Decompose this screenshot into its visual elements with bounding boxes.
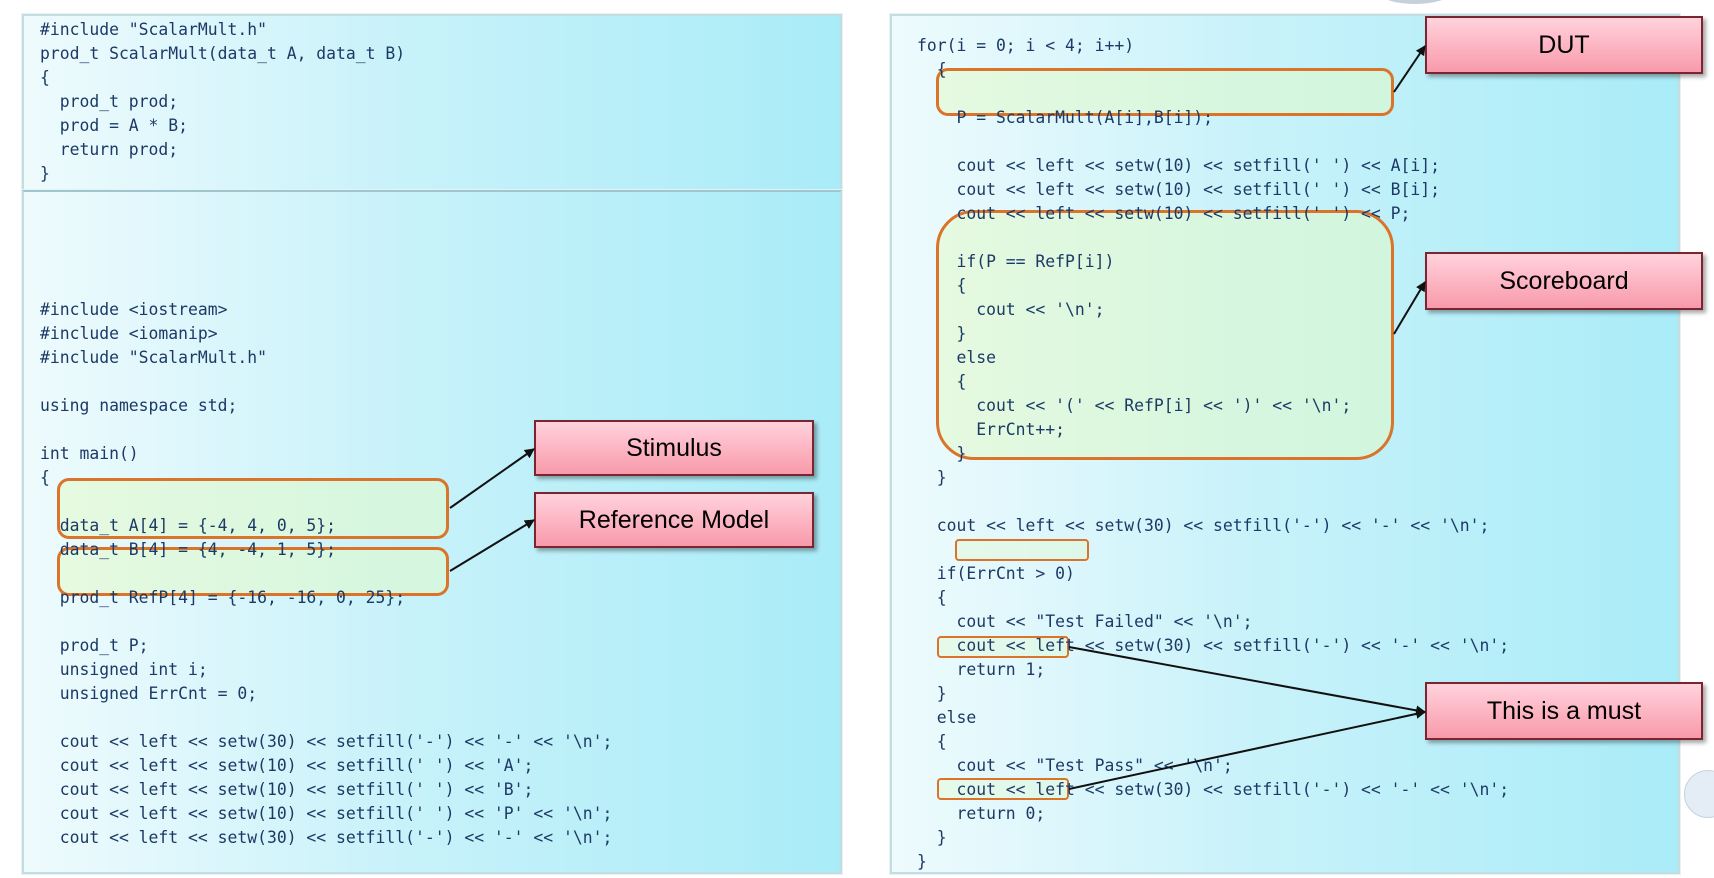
code-line: } (917, 684, 947, 703)
code-line: cout << left << setw(30) << setfill('-')… (917, 636, 1510, 655)
code-line: int main() (40, 444, 139, 463)
code-line: } (917, 828, 947, 847)
code-line (40, 418, 612, 442)
scoreboard-callout: Scoreboard (1425, 252, 1703, 310)
code-line: { (917, 588, 947, 607)
code-line: unsigned ErrCnt = 0; (40, 684, 258, 703)
code-line: data_t B[4] = {4, -4, 1, 5}; (40, 540, 337, 559)
code-line: using namespace std; (40, 396, 238, 415)
code-line: cout << left << setw(30) << setfill('-')… (917, 516, 1490, 535)
code-line: prod = A * B; (40, 116, 189, 135)
code-line: cout << left << setw(30) << setfill('-')… (40, 732, 613, 751)
code-line: cout << left << setw(10) << setfill(' ')… (40, 756, 534, 775)
code-line: cout << left << setw(10) << setfill(' ')… (917, 204, 1411, 223)
main-code-block: #include <iostream> #include <iomanip> #in… (40, 298, 612, 850)
code-line: unsigned int i; (40, 660, 208, 679)
code-line: } (917, 324, 967, 343)
code-line: #include <iomanip> (40, 324, 218, 343)
code-line: cout << left << setw(30) << setfill('-')… (917, 780, 1510, 799)
code-line: cout << '(' << RefP[i] << ')' << '\n'; (917, 396, 1352, 415)
code-line: cout << left << setw(30) << setfill('-')… (40, 828, 613, 847)
code-line: data_t A[4] = {-4, 4, 0, 5}; (40, 516, 337, 535)
code-line: { (917, 276, 967, 295)
code-line: prod_t ScalarMult(data_t A, data_t B) (40, 44, 406, 63)
code-line: prod_t P; (40, 636, 149, 655)
code-line: P = ScalarMult(A[i],B[i]); (917, 108, 1214, 127)
code-line: cout << "Test Failed" << '\n'; (917, 612, 1253, 631)
code-line (917, 130, 1509, 154)
decorative-blob (1380, 0, 1450, 4)
dut-callout: DUT (1425, 16, 1703, 74)
dut-highlight (936, 68, 1394, 116)
code-line: cout << left << setw(10) << setfill(' ')… (917, 156, 1441, 175)
code-line: return prod; (40, 140, 179, 159)
code-line: cout << left << setw(10) << setfill(' ')… (917, 180, 1441, 199)
code-line: else (917, 348, 996, 367)
code-line: return 1; (917, 660, 1046, 679)
stimulus-highlight (57, 478, 449, 539)
code-line: { (917, 372, 967, 391)
code-line: cout << "Test Pass" << '\n'; (917, 756, 1233, 775)
code-line: #include "ScalarMult.h" (40, 348, 267, 367)
code-line: { (917, 60, 947, 79)
code-line (917, 490, 1509, 514)
code-line: { (917, 732, 947, 751)
header-code-block: #include "ScalarMult.h" prod_t ScalarMult… (40, 18, 405, 186)
code-line: } (917, 444, 967, 463)
errcnt-condition-highlight (955, 539, 1089, 561)
code-line: else (917, 708, 977, 727)
loop-code-block: for(i = 0; i < 4; i++) { P = ScalarMult(… (917, 34, 1509, 874)
code-line (40, 490, 612, 514)
code-line: if(ErrCnt > 0) (917, 564, 1075, 583)
stimulus-callout: Stimulus (534, 420, 814, 476)
code-line: } (917, 468, 947, 487)
code-line: #include <iostream> (40, 300, 228, 319)
reference-model-callout: Reference Model (534, 492, 814, 548)
code-line (40, 610, 612, 634)
code-line (40, 706, 612, 730)
code-line: } (40, 164, 50, 183)
code-line: if(P == RefP[i]) (917, 252, 1115, 271)
code-line: for(i = 0; i < 4; i++) (917, 36, 1135, 55)
return-1-highlight (937, 636, 1069, 658)
code-line (917, 538, 1509, 562)
code-line: prod_t prod; (40, 92, 179, 111)
code-line: cout << left << setw(10) << setfill(' ')… (40, 804, 613, 823)
code-line (40, 370, 612, 394)
must-callout: This is a must (1425, 682, 1703, 740)
code-line: prod_t RefP[4] = {-16, -16, 0, 25}; (40, 588, 406, 607)
code-line: cout << left << setw(10) << setfill(' ')… (40, 780, 534, 799)
code-line: } (917, 852, 927, 871)
reference-model-highlight (57, 547, 449, 596)
code-line: cout << '\n'; (917, 300, 1105, 319)
header-file-panel (22, 14, 842, 194)
code-line (917, 82, 1509, 106)
scoreboard-highlight (936, 210, 1394, 460)
code-line (917, 226, 1509, 250)
code-line: #include "ScalarMult.h" (40, 20, 267, 39)
code-line: { (40, 468, 50, 487)
video-play-button[interactable] (1684, 770, 1714, 818)
code-line (40, 562, 612, 586)
code-line: return 0; (917, 804, 1046, 823)
code-line: ErrCnt++; (917, 420, 1066, 439)
code-line: { (40, 68, 50, 87)
return-0-highlight (937, 778, 1069, 800)
